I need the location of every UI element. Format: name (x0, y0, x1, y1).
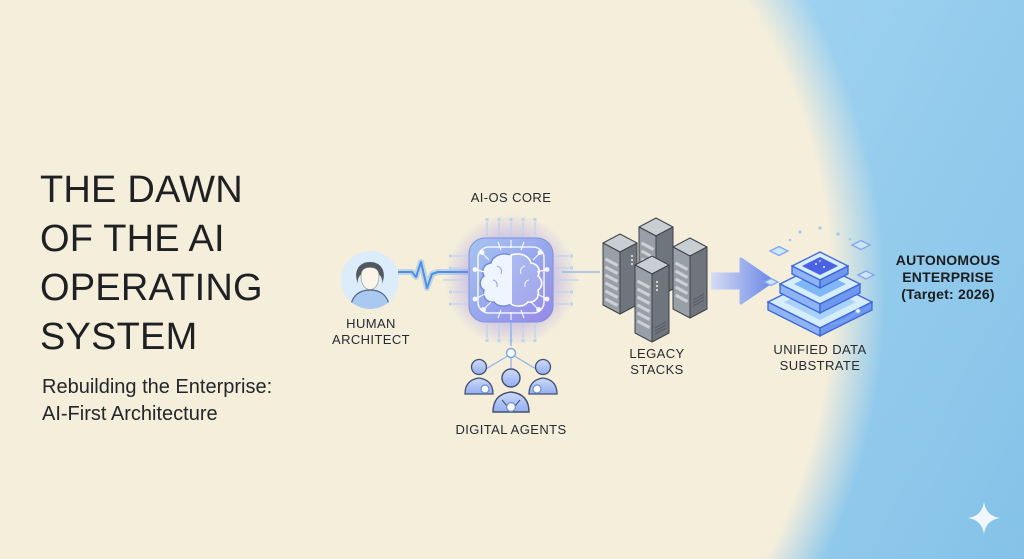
autonomous-enterprise-label: AUTONOMOUS ENTERPRISE (Target: 2026) (868, 252, 1024, 303)
digital-agents-label: DIGITAL AGENTS (431, 422, 591, 438)
title-line: SYSTEM (40, 316, 198, 358)
data-substrate-icon (762, 226, 876, 338)
digital-agents-icon (464, 347, 558, 413)
ai-chip-icon (443, 214, 579, 346)
label-line: UNIFIED DATA (773, 342, 867, 357)
label-line: DIGITAL AGENTS (455, 422, 567, 437)
chip-to-agents-connector (510, 322, 512, 346)
pulse-line-icon (398, 259, 468, 291)
page-subtitle: Rebuilding the Enterprise: AI-First Arch… (42, 374, 372, 428)
human-architect-icon (341, 251, 399, 309)
arrow-right-icon (711, 257, 775, 305)
label-line: HUMAN (346, 316, 396, 331)
sparkle-icon (968, 502, 1000, 534)
title-line: OF THE AI (40, 218, 225, 260)
label-line: ARCHITECT (332, 331, 410, 347)
subtitle-line: Rebuilding the Enterprise: (42, 376, 273, 398)
label-line: AUTONOMOUS (895, 252, 1001, 268)
brain-icon (479, 253, 543, 307)
chip-to-servers-connector (562, 271, 600, 273)
label-line: ENTERPRISE (902, 269, 994, 285)
legacy-stacks-label: LEGACY STACKS (577, 346, 737, 377)
label-line: AI-OS CORE (470, 190, 552, 205)
title-line: OPERATING (40, 267, 263, 309)
title-line: THE DAWN (40, 169, 243, 211)
label-line: STACKS (630, 361, 684, 377)
page-title: THE DAWN OF THE AI OPERATING SYSTEM (40, 166, 360, 362)
ai-os-core-label: AI-OS CORE (431, 190, 591, 206)
label-line: LEGACY (629, 346, 685, 361)
subtitle-line: AI-First Architecture (42, 403, 218, 425)
human-architect-label: HUMAN ARCHITECT (291, 316, 451, 347)
server-stack-icon (602, 217, 708, 343)
label-line: (Target: 2026) (901, 286, 995, 302)
label-line: SUBSTRATE (779, 357, 861, 373)
unified-data-substrate-label: UNIFIED DATA SUBSTRATE (740, 342, 900, 373)
